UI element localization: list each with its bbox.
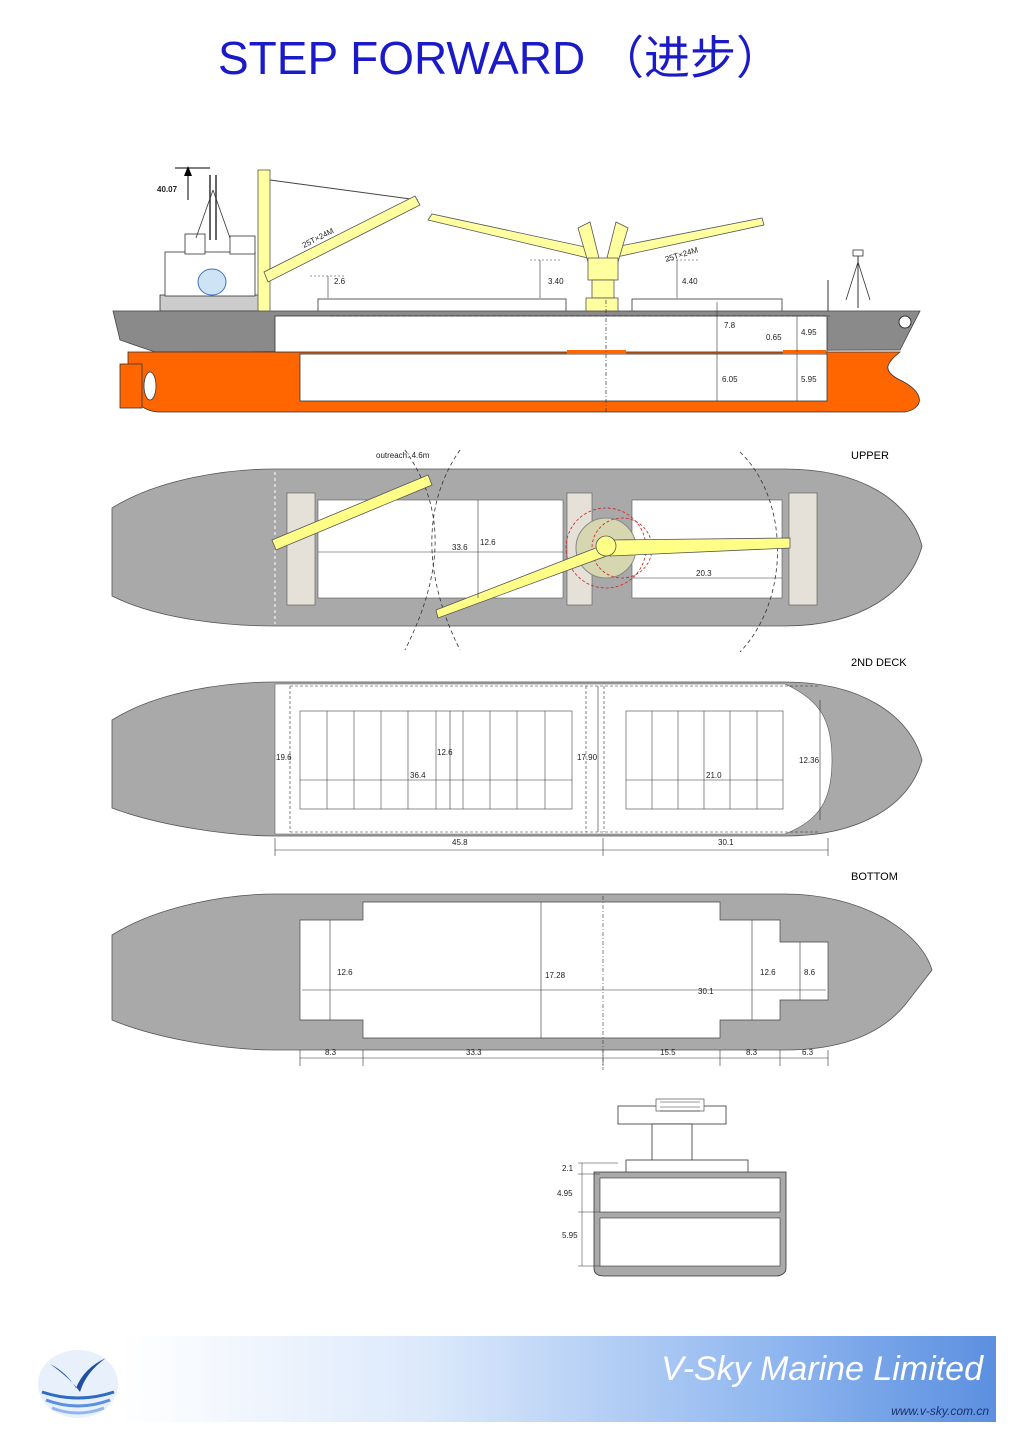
- second-dim-12-36: 12.36: [799, 756, 820, 765]
- bottom-dim-8-3-b: 8.3: [746, 1048, 758, 1057]
- bottom-dim-17-28: 17.28: [545, 971, 566, 980]
- hatch-cover-2: [631, 298, 783, 313]
- bottom-section-label: BOTTOM: [851, 871, 898, 883]
- company-name: V-Sky Marine Limited: [661, 1350, 983, 1388]
- lower-hold: [299, 353, 828, 402]
- footer-band: [120, 1336, 996, 1422]
- height-label: 40.07: [157, 185, 178, 194]
- company-logo-icon: [38, 1350, 118, 1418]
- midship-crane: 25T×24M: [427, 213, 765, 313]
- bottom-dim-12-6-a: 12.6: [337, 968, 353, 977]
- upper-dim-12-6: 12.6: [480, 538, 496, 547]
- page-title: STEP FORWARD （进步）: [218, 32, 782, 84]
- second-deck-plan: 2ND DECK 36.4 12.6 19.6 17.90: [111, 657, 923, 856]
- upper-dim-20-3: 20.3: [696, 569, 712, 578]
- bottom-dim-12-6-b: 12.6: [760, 968, 776, 977]
- bottom-dim-6-3: 6.3: [802, 1048, 814, 1057]
- second-dim-21-0: 21.0: [706, 771, 722, 780]
- hatch-cover-1: [317, 298, 567, 313]
- second-deck-panels-1: [299, 710, 573, 810]
- dim-4-95: 4.95: [801, 328, 817, 337]
- upper-crane-jib-1: [271, 474, 433, 551]
- dim-6-05: 6.05: [722, 375, 738, 384]
- aft-crane-jib: [263, 195, 421, 283]
- dim-0-65: 0.65: [766, 333, 782, 342]
- profile-view: 40.07 25T×24M 25T×24M: [112, 166, 921, 413]
- dim-7-8: 7.8: [724, 321, 736, 330]
- second-dim-36-4: 36.4: [410, 771, 426, 780]
- website-link[interactable]: www.v-sky.com.cn: [891, 1404, 989, 1418]
- section-dim-5-95: 5.95: [562, 1231, 578, 1240]
- upper-section-label: UPPER: [851, 450, 889, 462]
- superstructure: [159, 175, 261, 312]
- second-deck-panels-2: [625, 710, 784, 810]
- bottom-dim-8-3-a: 8.3: [325, 1048, 337, 1057]
- second-dim-45-8: 45.8: [452, 838, 468, 847]
- bottom-dim-15-5: 15.5: [660, 1048, 676, 1057]
- crane-label-2: 25T×24M: [664, 245, 699, 264]
- upper-dim-33-6: 33.6: [452, 543, 468, 552]
- second-dim-12-6: 12.6: [437, 748, 453, 757]
- second-dim-19-6: 19.6: [276, 753, 292, 762]
- outreach-label: outreach: 4.6m: [376, 451, 430, 460]
- bottom-dim-30-1: 30.1: [698, 987, 714, 996]
- second-deck-section-label: 2ND DECK: [851, 657, 907, 669]
- second-dim-17-90: 17.90: [577, 753, 598, 762]
- dim-5-95: 5.95: [801, 375, 817, 384]
- bottom-tank-top: [299, 901, 829, 1039]
- tween-deck-hold: [274, 315, 828, 353]
- section-dim-4-95: 4.95: [557, 1189, 573, 1198]
- section-dim-2-1: 2.1: [562, 1164, 574, 1173]
- aft-crane-post: [257, 169, 271, 313]
- dim-3-40: 3.40: [548, 277, 564, 286]
- midship-section: 2.1 4.95 5.95: [557, 1098, 787, 1277]
- upper-deck-plan: UPPER outreach: 4.6m 33.6 12.6 20.3: [111, 449, 923, 653]
- footer: V-Sky Marine Limited www.v-sky.com.cn: [0, 1336, 1023, 1426]
- dim-4-40: 4.40: [682, 277, 698, 286]
- bottom-dim-33-3: 33.3: [466, 1048, 482, 1057]
- second-dim-30-1: 30.1: [718, 838, 734, 847]
- bottom-dim-8-6: 8.6: [804, 968, 816, 977]
- dim-2-6: 2.6: [334, 277, 346, 286]
- bottom-plan: BOTTOM 12.6 17.28 30.1 12.6 8.6 8.3 33.3…: [111, 871, 933, 1070]
